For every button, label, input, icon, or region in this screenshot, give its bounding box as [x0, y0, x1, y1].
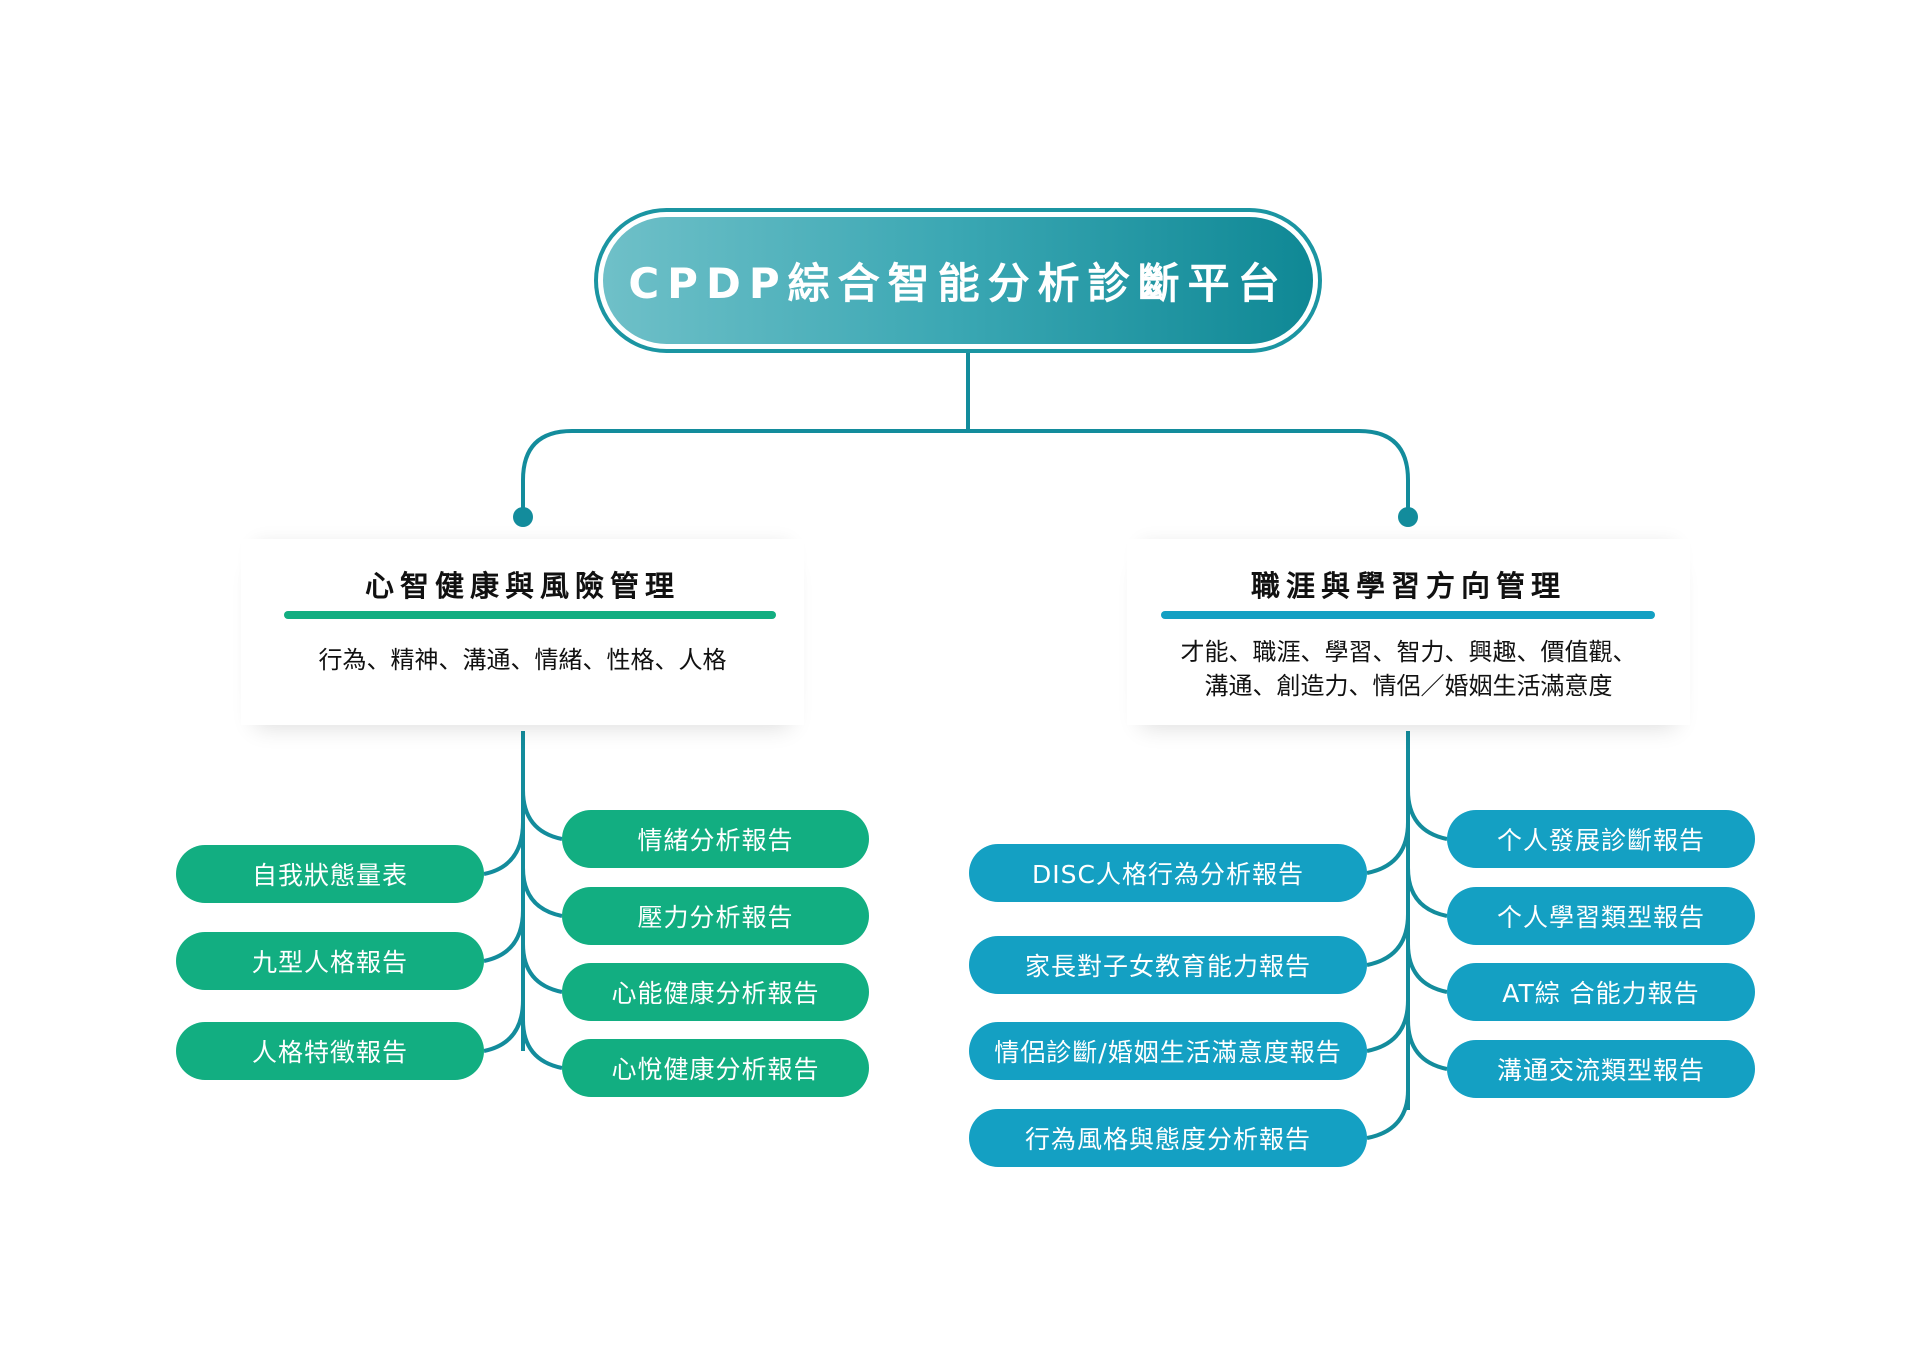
left-branches [483, 789, 563, 1070]
report-node[interactable]: 心能健康分析報告 [562, 963, 869, 1021]
card-title: 心智健康與風險管理 [364, 569, 680, 603]
career-learning-card: 職涯與學習方向管理 才能、職涯、學習、智力、興趣、價值觀、 溝通、創造力、情侶／… [1127, 539, 1690, 725]
card-subtitle-line: 才能、職涯、學習、智力、興趣、價值觀、 [1180, 638, 1637, 666]
right-branches [1366, 789, 1448, 1140]
report-node[interactable]: AT綜 合能力報告 [1447, 963, 1755, 1021]
mental-health-card: 心智健康與風險管理 行為、精神、溝通、情緒、性格、人格 [241, 539, 804, 725]
report-node[interactable]: 自我狀態量表 [176, 845, 484, 903]
report-node[interactable]: 壓力分析報告 [562, 887, 869, 945]
report-node[interactable]: 溝通交流類型報告 [1447, 1040, 1755, 1098]
report-node[interactable]: 个人學習類型報告 [1447, 887, 1755, 945]
card-subtitle-line: 溝通、創造力、情侶／婚姻生活滿意度 [1204, 672, 1613, 700]
right-node-dot [1398, 507, 1418, 527]
report-node[interactable]: DISC人格行為分析報告 [969, 844, 1367, 902]
card-underline [284, 611, 776, 619]
report-node[interactable]: 人格特徵報告 [176, 1022, 484, 1080]
platform-title: CPDP綜合智能分析診斷平台 [603, 217, 1313, 344]
root-connector [521, 353, 1410, 517]
report-node[interactable]: 个人發展診斷報告 [1447, 810, 1755, 868]
card-subtitle: 行為、精神、溝通、情緒、性格、人格 [318, 646, 727, 674]
platform-title-node: CPDP綜合智能分析診斷平台 [594, 208, 1322, 353]
report-node[interactable]: 情緒分析報告 [562, 810, 869, 868]
report-node[interactable]: 心悅健康分析報告 [562, 1039, 869, 1097]
report-node[interactable]: 九型人格報告 [176, 932, 484, 990]
card-title: 職涯與學習方向管理 [1250, 569, 1566, 603]
report-node[interactable]: 家長對子女教育能力報告 [969, 936, 1367, 994]
report-node[interactable]: 行為風格與態度分析報告 [969, 1109, 1367, 1167]
card-underline [1161, 611, 1655, 619]
left-node-dot [513, 507, 533, 527]
report-node[interactable]: 情侶診斷/婚姻生活滿意度報告 [969, 1022, 1367, 1080]
